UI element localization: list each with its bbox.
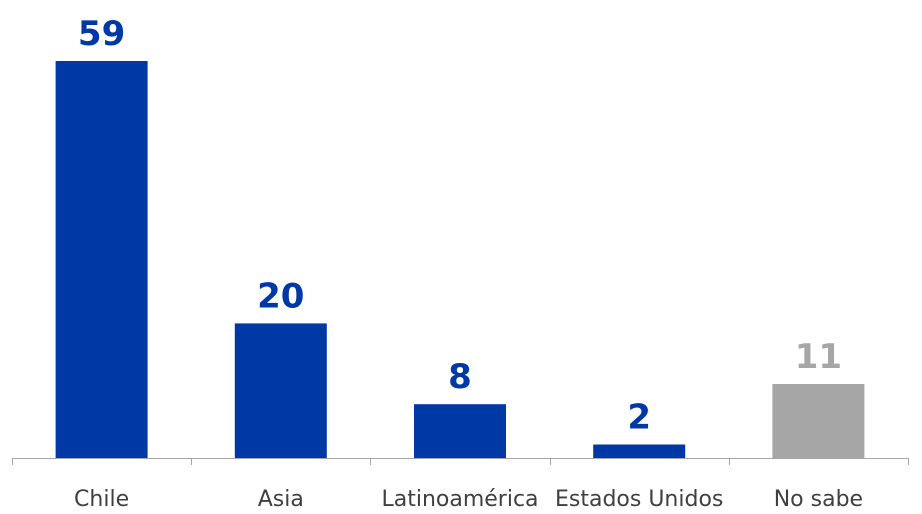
value-label: 11 <box>795 337 842 377</box>
value-label: 59 <box>78 14 125 54</box>
value-label: 8 <box>448 357 472 397</box>
value-label: 20 <box>257 276 304 316</box>
x-axis <box>12 458 909 465</box>
category-label: Asia <box>258 487 304 512</box>
category-label: Chile <box>74 487 129 512</box>
value-labels-group: 59 20 8 2 11 <box>78 14 842 438</box>
bar-estados-unidos <box>593 444 686 458</box>
bar-asia <box>234 323 327 458</box>
category-label: Latinoamérica <box>381 487 538 512</box>
bar-chile <box>55 61 148 458</box>
bar-no-sabe <box>772 384 865 458</box>
category-label: No sabe <box>774 487 863 512</box>
bar-latinoamérica <box>414 404 506 458</box>
category-labels-group: Chile Asia Latinoamérica Estados Unidos No s… <box>74 487 863 512</box>
bars-group <box>55 61 865 458</box>
value-label: 2 <box>627 398 651 438</box>
category-label: Estados Unidos <box>555 487 723 512</box>
